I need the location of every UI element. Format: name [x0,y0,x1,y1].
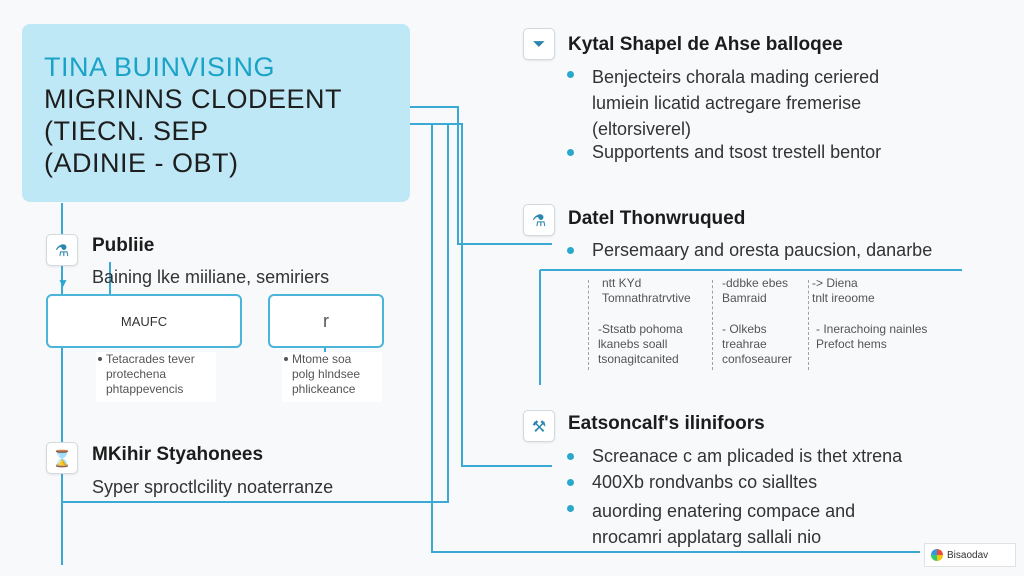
bullet-line: Benjecteirs chorala mading ceriered [592,67,880,87]
note-2-line-1: Mtome soa [292,352,352,366]
bullet-line: lumiein licatid actregare fremerise [592,93,862,113]
left-section2-heading: MKihir Styahonees [92,444,264,465]
bullet-dot [567,149,574,156]
bullet-line: (eltorsiverel) [592,119,692,139]
right-section3-bullet-3: auording enatering compace and nrocamri … [592,498,855,550]
bullet-dot [567,453,574,460]
note-1-line-3: phtappevencis [106,382,184,396]
title-line-3: (TIECN. SEP [44,116,209,146]
badge-text: Bisaodav [947,549,989,561]
left-section1-heading: Publiie [92,235,155,256]
right-section1-heading: Kytal Shapel de Ahse balloqee [568,34,843,55]
hourglass-icon: ⌛ [46,442,78,474]
right-section3-bullet-1: Screanace c am plicaded is thet xtrena [592,446,903,466]
right-section2-heading: Datel Thonwruqued [568,208,746,229]
chevron-down-icon: ▼ [57,276,69,290]
note-2-line-2: polg hlndsee [292,367,361,381]
left-section2-subtitle: Syper sproctlcility noaterranze [92,477,334,497]
right-section3-heading: Eatsoncalf's ilinifoors [568,413,765,434]
bullet-line: auording enatering compace and [592,501,856,521]
right-section1-bullet-1: Benjecteirs chorala mading ceriered lumi… [592,64,879,142]
bullet-dot [567,479,574,486]
node-box-1: MAUFC [46,294,242,348]
flask-icon: ⚗ [46,234,78,266]
bullet-dot [567,505,574,512]
note-2-line-3: phlickeance [292,382,356,396]
node-box-2-label: r [323,310,329,331]
title-line-4: (ADINIE - OBT) [44,148,239,178]
lab-icon: ⚗ [523,204,555,236]
node-box-2: r [268,294,384,348]
tools-icon: ⚒ [523,410,555,442]
title-line-2: MIGRINNS CLODEENT [44,84,343,114]
logo-icon [931,549,943,561]
title-box: TINA BUINVISING MIGRINNS CLODEENT (TIECN… [22,24,410,202]
node-box-1-label: MAUFC [120,313,168,329]
dash-divider [808,280,809,320]
note-2: Mtome soa polg hlndsee phlickeance [282,352,382,402]
dash-divider [588,280,589,320]
dash-divider [588,322,589,370]
bullet-line: nrocamri applatarg sallali nio [592,527,822,547]
dash-divider [712,322,713,370]
filter-icon: ⏷ [523,28,555,60]
dash-divider [712,280,713,320]
bullet-dot [567,71,574,78]
title-line-1: TINA BUINVISING [44,52,276,82]
watermark-badge: Bisaodav [924,543,1016,567]
note-1-line-2: protechena [106,367,167,381]
right-section2-bullet: Persemaary and oresta paucsion, danarbe [592,240,933,260]
right-section1-bullet-2: Supportents and tsost trestell bentor [592,142,882,162]
note-1: Tetacrades tever protechena phtappevenci… [96,352,216,402]
left-section1-subtitle: Baining lke miiliane, semiriers [92,267,330,287]
note-1-line-1: Tetacrades tever [106,352,195,366]
right-section3-bullet-2: 400Xb rondvanbs co sialltes [592,472,818,492]
bullet-dot [567,247,574,254]
dash-divider [808,322,809,370]
